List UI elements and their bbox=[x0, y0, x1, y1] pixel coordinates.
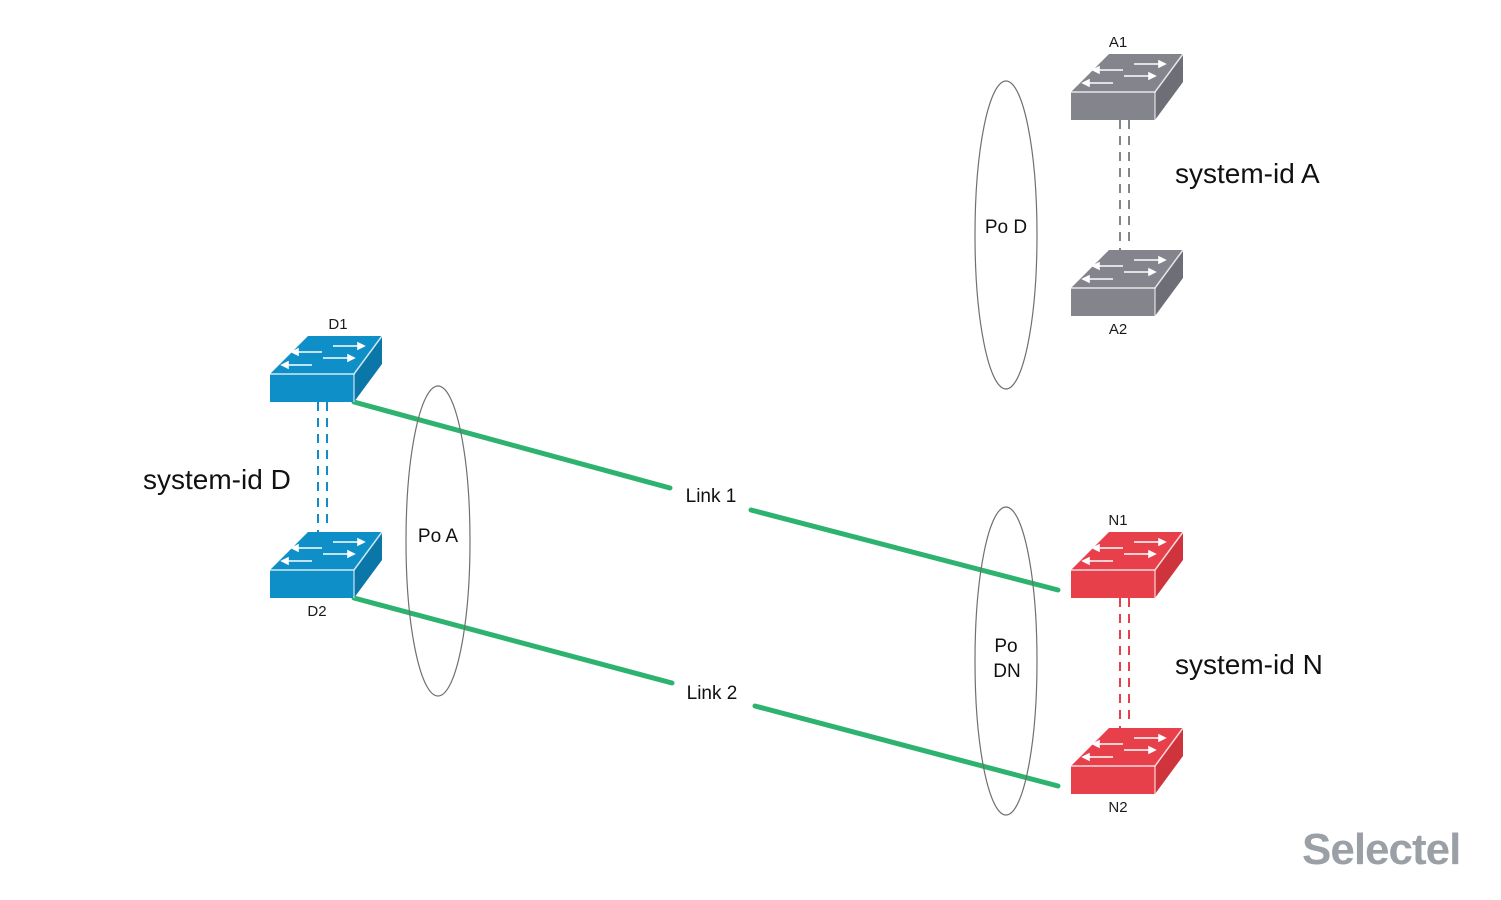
system-id-n-label: system-id N bbox=[1175, 649, 1323, 680]
network-switch-icon bbox=[1071, 53, 1184, 120]
switch-label-n2: N2 bbox=[1108, 799, 1127, 816]
link-2 bbox=[351, 595, 1061, 789]
port-channel-d-ellipse bbox=[974, 80, 1038, 390]
selectel-logo: Selectel bbox=[1302, 825, 1460, 874]
port-channel-d-label: Po D bbox=[985, 217, 1027, 238]
peer-link-d bbox=[317, 402, 328, 532]
port-channel-a-label: Po A bbox=[418, 526, 458, 547]
switch-label-d1: D1 bbox=[328, 316, 347, 333]
port-channel-a-ellipse bbox=[405, 385, 471, 697]
network-switch-icon bbox=[1071, 727, 1184, 794]
switch-label-n1: N1 bbox=[1108, 512, 1127, 529]
link-1-label: Link 1 bbox=[686, 486, 737, 507]
link-2-label: Link 2 bbox=[687, 683, 738, 704]
peer-link-a bbox=[1119, 120, 1130, 250]
switch-n1[interactable] bbox=[1071, 531, 1184, 598]
network-switch-icon bbox=[1071, 249, 1184, 316]
switch-n2[interactable] bbox=[1071, 727, 1184, 794]
port-channel-dn-ellipse bbox=[974, 506, 1038, 816]
system-id-d-label: system-id D bbox=[143, 464, 291, 495]
switch-d1[interactable] bbox=[270, 335, 383, 402]
switch-a2[interactable] bbox=[1071, 249, 1184, 316]
port-channel-dn-label-line2: DN bbox=[993, 661, 1020, 682]
network-switch-icon bbox=[270, 335, 383, 402]
network-switch-icon bbox=[1071, 531, 1184, 598]
network-switch-icon bbox=[270, 531, 383, 598]
switch-label-a1: A1 bbox=[1109, 34, 1127, 51]
switch-d2[interactable] bbox=[270, 531, 383, 598]
system-id-a-label: system-id A bbox=[1175, 158, 1320, 189]
peer-link-n bbox=[1119, 598, 1130, 728]
link-1 bbox=[351, 399, 1061, 593]
switch-a1[interactable] bbox=[1071, 53, 1184, 120]
port-channel-dn-label-line1: Po bbox=[994, 636, 1017, 657]
switch-label-d2: D2 bbox=[307, 603, 326, 620]
switch-label-a2: A2 bbox=[1109, 321, 1127, 338]
